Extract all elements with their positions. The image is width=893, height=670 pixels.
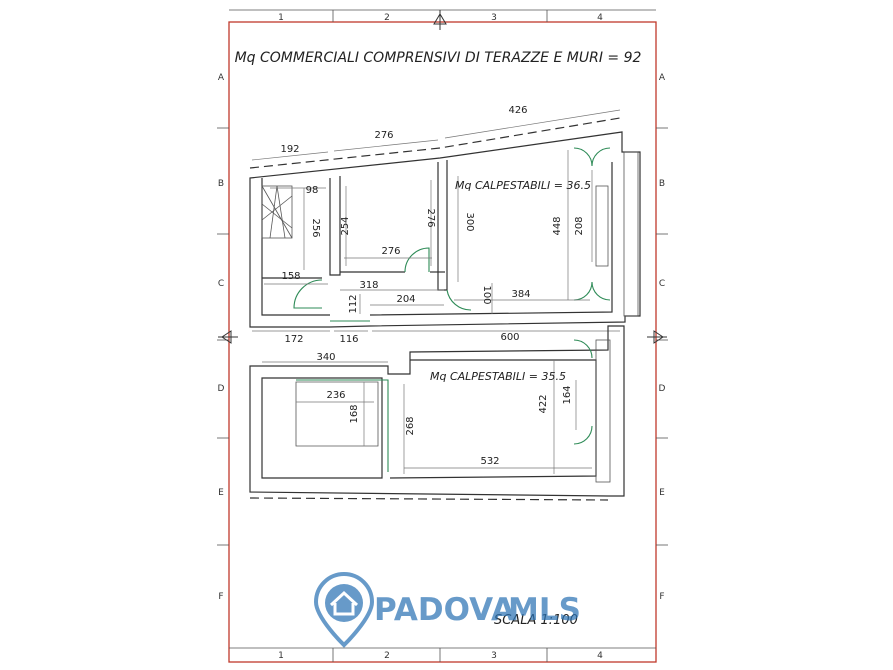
dim-168: 168 (349, 404, 360, 423)
dim-384: 384 (511, 289, 530, 300)
dim-532: 532 (480, 456, 499, 467)
grid-row-c-left: C (218, 279, 224, 289)
watermark-logo: PADOVA MLS (313, 572, 581, 648)
grid-col-2-top: 2 (384, 13, 390, 23)
plan-title: Mq COMMERCIALI COMPRENSIVI DI TERAZZE E … (235, 50, 642, 66)
grid-row-d-right: D (659, 384, 666, 394)
dim-300: 300 (464, 212, 475, 231)
stair-icon (261, 185, 293, 239)
dim-116: 116 (339, 334, 358, 345)
center-mark-left (218, 330, 238, 344)
dim-100: 100 (481, 285, 492, 304)
grid-col-4-bottom: 4 (597, 651, 603, 661)
lower-dashed-edge (249, 497, 609, 501)
upper-window (595, 185, 609, 267)
door-arc-3 (446, 289, 472, 311)
home-pin-icon (313, 572, 375, 648)
door-arc-7 (573, 425, 593, 445)
door-arc-6 (573, 339, 593, 359)
dim-254: 254 (340, 216, 351, 235)
upper-dashed-edge (249, 117, 621, 169)
dim-426: 426 (508, 105, 527, 116)
grid-col-3-top: 3 (491, 13, 497, 23)
dim-204: 204 (396, 294, 415, 305)
dim-422: 422 (538, 394, 549, 413)
grid-row-f-left: F (218, 592, 223, 602)
grid-row-e-right: E (659, 488, 665, 498)
watermark-brand-part2: MLS (508, 592, 581, 628)
grid-row-b-right: B (659, 179, 665, 189)
dim-276-mid: 276 (381, 246, 400, 257)
lower-partition (296, 379, 389, 472)
dim-192: 192 (280, 144, 299, 155)
lower-unit: Mq CALPESTABILI = 35.5 (249, 325, 625, 501)
dim-448: 448 (552, 216, 563, 235)
lower-area-label: Mq CALPESTABILI = 35.5 (430, 370, 566, 383)
grid-col-3-bottom: 3 (491, 651, 497, 661)
grid-col-2-bottom: 2 (384, 651, 390, 661)
grid-col-1-bottom: 1 (278, 651, 284, 661)
lower-dimensions: 340 236 168 268 422 164 532 (316, 352, 573, 467)
watermark-brand-part1: PADOVA (374, 592, 515, 628)
grid-row-a-right: A (659, 73, 666, 83)
dim-172: 172 (284, 334, 303, 345)
dim-318: 318 (359, 280, 378, 291)
dim-276-top: 276 (374, 130, 393, 141)
grid-row-c-right: C (659, 279, 665, 289)
dim-340: 340 (316, 352, 335, 363)
door-arc-1 (293, 279, 323, 309)
dim-98: 98 (306, 185, 319, 196)
dim-256: 256 (310, 218, 321, 237)
upper-balcony (623, 151, 639, 317)
grid-row-e-left: E (218, 488, 224, 498)
dim-164: 164 (562, 385, 573, 404)
grid-col-4-top: 4 (597, 13, 603, 23)
upper-area-label: Mq CALPESTABILI = 36.5 (455, 179, 591, 192)
door-arc-2 (404, 247, 430, 273)
upper-dimensions: 192 276 426 98 256 254 276 276 300 448 2… (280, 105, 585, 345)
grid-row-d-left: D (218, 384, 225, 394)
dim-158: 158 (281, 271, 300, 282)
dim-208: 208 (574, 216, 585, 235)
lower-balcony (595, 339, 611, 483)
upper-unit: Mq CALPESTABILI = 36.5 (249, 109, 641, 332)
grid-row-b-left: B (218, 179, 224, 189)
center-mark-right (647, 330, 667, 344)
dim-276-vert: 276 (425, 208, 436, 227)
dim-268: 268 (405, 416, 416, 435)
dim-236: 236 (326, 390, 345, 401)
scale-label: SCALA 1:100 (494, 613, 578, 628)
dim-600: 600 (500, 332, 519, 343)
door-arc-4 (573, 147, 611, 167)
door-arc-5 (573, 281, 611, 301)
grid-col-1-top: 1 (278, 13, 284, 23)
dim-112: 112 (348, 294, 359, 313)
center-mark-top (433, 10, 447, 30)
grid-row-f-right: F (659, 592, 664, 602)
grid-row-a-left: A (218, 73, 225, 83)
